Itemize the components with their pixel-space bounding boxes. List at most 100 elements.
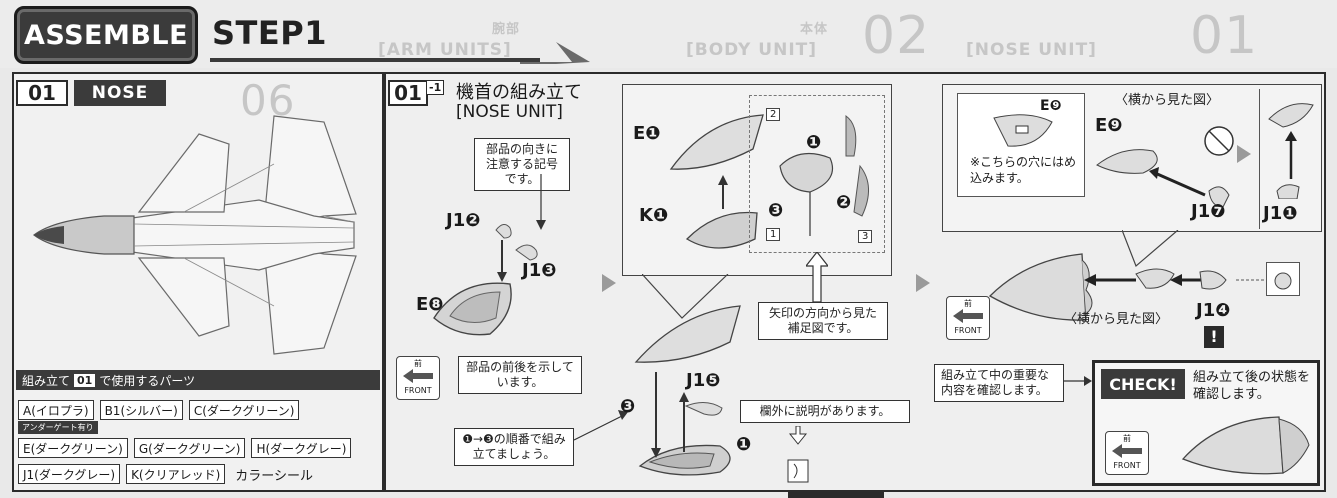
main-assembly-drawing	[634, 305, 741, 476]
title-jp: 機首の組み立て	[456, 82, 582, 103]
parts-row-2: E(ダークグリーン) G(ダークグリーン) H(ダークグレー)	[18, 438, 352, 458]
front-en: FRONT	[954, 326, 982, 335]
step-2-icon: ❷	[836, 192, 852, 213]
label-k1: K❶	[639, 205, 669, 226]
order-arrow-icon	[574, 410, 628, 441]
important-mark: !	[1204, 326, 1224, 348]
assemble-badge: ASSEMBLE	[14, 6, 198, 64]
front-arrow-icon	[403, 369, 433, 383]
note-arrow-icon	[536, 174, 546, 230]
detail-dashed-box: 2 1 3 ❶ ❷ ❸	[749, 95, 885, 253]
part-chip: K(クリアレッド)	[126, 464, 226, 484]
part-chip: B1(シルバー)	[99, 400, 183, 420]
part-chip: H(ダークグレー)	[251, 438, 352, 458]
label-j1-5: J1❺	[686, 370, 721, 391]
step-3-icon: ❸	[768, 200, 784, 221]
inset-link	[1236, 279, 1266, 281]
parts-row-1: A(イロプラ) B1(シルバー) C(ダークグリーン)	[18, 400, 300, 420]
color-seal-label: カラーシール	[235, 468, 314, 484]
side-view-label-a: 〈横から見た図〉	[1115, 93, 1220, 108]
label-j1-2: J1❷	[446, 210, 481, 231]
flow-arrow-1	[602, 274, 616, 292]
hole-detail-box: E❾ ※こちらの穴にはめ込みます。	[957, 93, 1085, 197]
subview-pointer	[642, 274, 729, 319]
label-j1-7: J1❼	[1191, 201, 1226, 222]
part-chip: C(ダークグリーン)	[188, 400, 300, 420]
note-orientation: 部品の向きに注意する記号です。	[474, 138, 570, 191]
small-num-3: 3	[858, 230, 873, 243]
front-en: FRONT	[404, 386, 432, 395]
parts-title-tail: で使用するパーツ	[99, 373, 196, 388]
check-box: CHECK! 組み立て後の状態を確認します。 前 FRONT	[1092, 360, 1320, 486]
detail-right-box: E❾ ※こちらの穴にはめ込みます。 〈横から見た図〉 E❾ J1❼ J1❶	[942, 84, 1322, 232]
side-view-label-b: 〈横から見た図〉	[1064, 312, 1169, 327]
j1-1-drawing	[1268, 103, 1314, 199]
page-header: [ARM UNITS] 腕部 [BODY UNIT] 本体 02 [NOSE U…	[0, 0, 1337, 68]
detail-pointer	[1122, 230, 1179, 268]
detail-divider	[1259, 89, 1260, 229]
check-tag: CHECK!	[1101, 369, 1185, 399]
front-badge: 前 FRONT	[396, 356, 440, 400]
note-margin: 欄外に説明があります。	[740, 400, 910, 423]
note-order: ❶→❸の順番で組み立てましょう。	[454, 428, 574, 466]
front-arrow-icon	[953, 309, 983, 323]
e8-part-drawing	[433, 282, 512, 336]
label-e9-a: E❾	[1040, 98, 1062, 114]
parts-list-header: 組み立て 01 で使用するパーツ	[16, 370, 380, 390]
front-badge-2: 前 FRONT	[946, 296, 990, 340]
label-j1-1: J1❶	[1263, 203, 1298, 224]
note-arrow-view: 矢印の方向から見た補足図です。	[758, 302, 888, 340]
ghost-num-01: 01	[1190, 6, 1259, 66]
front-jp: 前	[1123, 434, 1131, 443]
ghost-label-arm: [ARM UNITS]	[378, 40, 512, 60]
small-num-1: 1	[766, 228, 781, 241]
detail-inset	[1266, 262, 1300, 296]
step-1-label: ❶	[736, 434, 752, 455]
detail-parts-drawing	[779, 115, 869, 236]
front-jp: 前	[964, 299, 972, 308]
ghost-jp-arm: 腕部	[492, 22, 521, 37]
subview-box: E❶ K❶ 2 1 3 ❶ ❷ ❸	[622, 84, 892, 276]
label-e1: E❶	[633, 123, 661, 144]
front-arrow-icon	[1112, 444, 1142, 458]
j1-parts-drawing	[495, 224, 538, 282]
ghost-label-nose: [NOSE UNIT]	[966, 40, 1097, 60]
j1-4-inset-icon	[1274, 272, 1292, 290]
important-arrow-icon	[1064, 376, 1092, 386]
check-text: 組み立て後の状態を確認します。	[1193, 370, 1311, 402]
substep-number: 01 -1	[388, 80, 445, 106]
bottom-tab	[788, 492, 884, 498]
note-important: 組み立て中の重要な内容を確認します。	[934, 364, 1064, 402]
step-title: STEP1	[212, 14, 327, 52]
label-e8: E❽	[416, 294, 444, 315]
part-chip: E(ダークグリーン)	[18, 438, 128, 458]
front-jp: 前	[414, 359, 422, 368]
parts-title: 組み立て	[22, 373, 71, 388]
e9-assembly-drawing	[1096, 126, 1234, 208]
ghost-jp-body: 本体	[800, 22, 829, 37]
part-chip: J1(ダークグレー)	[18, 464, 121, 484]
parts-row-3: J1(ダークグレー) K(クリアレッド) カラーシール	[18, 464, 313, 484]
nose-unit-panel: 01 -1 機首の組み立て [NOSE UNIT] 部品の向きに注意する記号です…	[384, 72, 1326, 492]
ghost-label-body: [BODY UNIT]	[686, 40, 818, 60]
margin-arrow-icon	[787, 426, 809, 483]
section-number: 01	[16, 80, 68, 106]
note-hole: ※こちらの穴にはめ込みます。	[970, 155, 1077, 185]
label-j1-3: J1❸	[522, 260, 557, 281]
step-1-icon: ❶	[806, 132, 822, 153]
front-en: FRONT	[1113, 461, 1141, 470]
front-badge-3: 前 FRONT	[1105, 431, 1149, 475]
under-gate-tag: アンダーゲート有り	[18, 421, 98, 434]
nose-assembly-drawing	[988, 253, 1227, 321]
part-chip: A(イロプラ)	[18, 400, 94, 420]
e1-k1-drawing	[669, 114, 764, 249]
nose-panel: 01 NOSE 06 組み立て 01 で使用するパーツ A(イロプラ) B1(シ…	[12, 72, 384, 492]
substep-sub: -1	[426, 80, 445, 95]
note-front-back: 部品の前後を示しています。	[458, 356, 582, 394]
aircraft-illustration	[32, 115, 357, 355]
parts-title-num: 01	[74, 373, 96, 387]
step-underline	[210, 58, 540, 62]
label-e9-b: E❾	[1095, 115, 1123, 136]
ghost-num-02: 02	[862, 6, 931, 66]
title-en: [NOSE UNIT]	[456, 102, 563, 122]
